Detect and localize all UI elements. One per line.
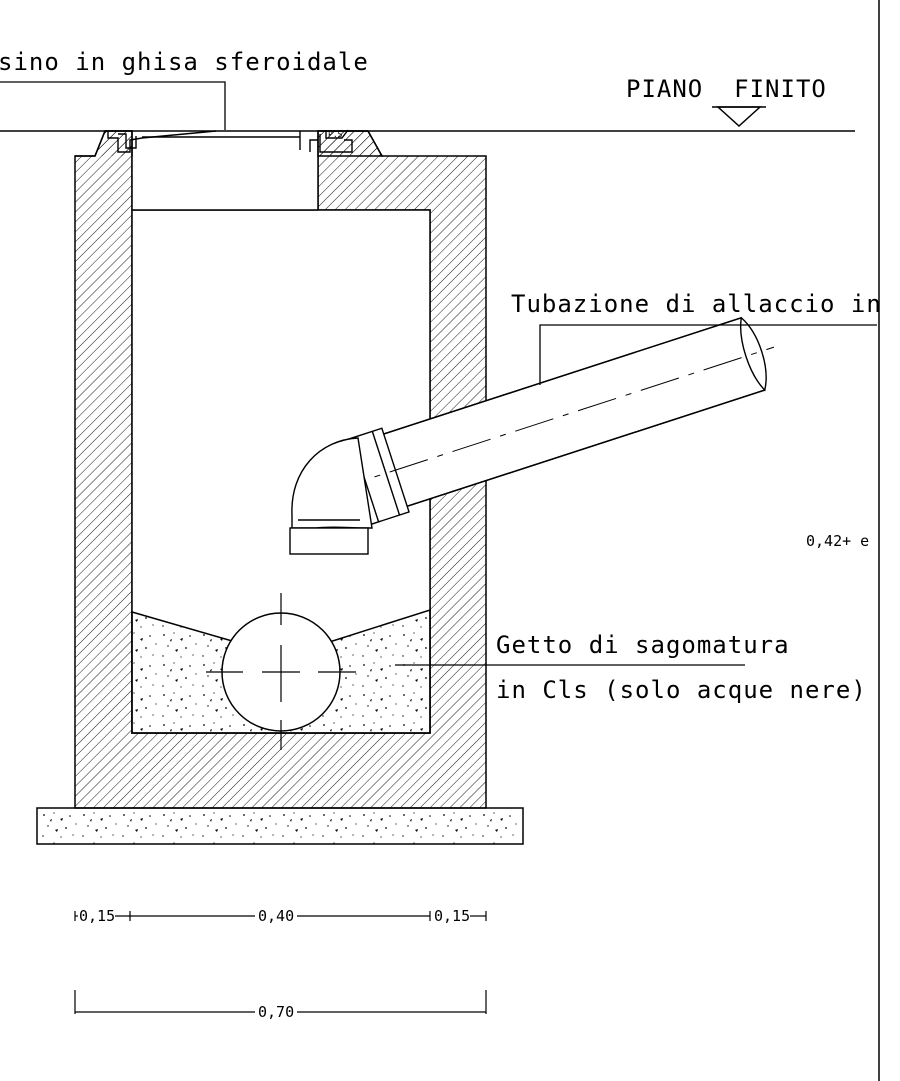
svg-text:P.S: P.S (328, 130, 343, 139)
side-dimension: 0,42+ e (806, 532, 869, 550)
level-triangle-icon (716, 106, 762, 128)
dim-inner: 0,40 (258, 907, 294, 925)
dim-wall-right: 0,15 (434, 907, 470, 925)
pipe-leader (539, 324, 877, 385)
inlet-pipe (289, 316, 775, 555)
fill-label-line1: Getto di sagomatura (496, 631, 790, 659)
cover-frame: P.S (107, 129, 353, 153)
finish-level-label: PIANO FINITO (626, 75, 827, 103)
pipe-label: Tubazione di allaccio in (511, 290, 882, 318)
dimension-row-1 (74, 911, 487, 921)
cover-leader (0, 81, 226, 130)
base-slab (36, 807, 524, 845)
cover-label: sino in ghisa sferoidale (0, 48, 369, 76)
dim-wall-left: 0,15 (79, 907, 115, 925)
pipe-centerlines (206, 593, 356, 750)
dim-total: 0,70 (258, 1003, 294, 1021)
fill-label-line2: in Cls (solo acque nere) (496, 676, 867, 704)
dimension-row-2 (74, 990, 487, 1014)
